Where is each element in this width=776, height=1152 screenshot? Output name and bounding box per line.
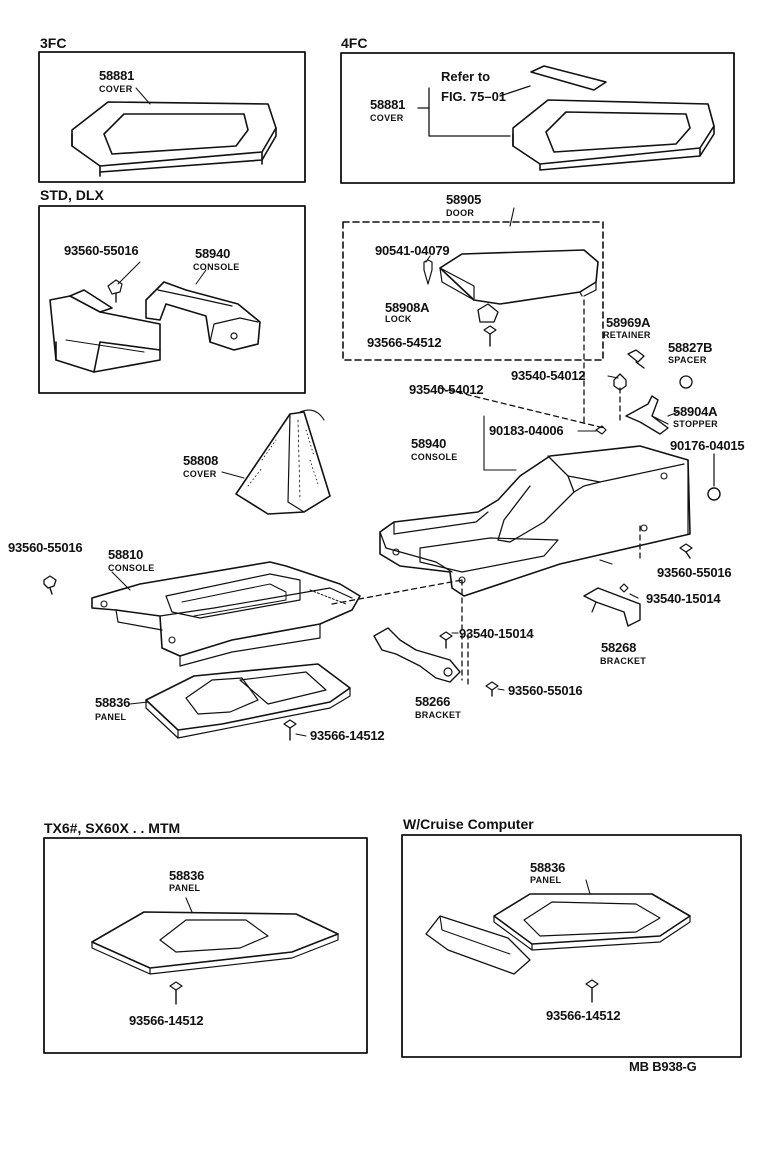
part-name-door: DOOR: [446, 208, 475, 218]
door-group-drawing: [423, 207, 599, 347]
part-number-93566-14512-tx6: 93566-14512: [129, 1013, 204, 1028]
part-number-58836-tx6: 58836: [169, 868, 205, 883]
part-number-58836-cruise: 58836: [530, 860, 566, 875]
refer-line-1: Refer to: [441, 69, 491, 84]
panel-main-drawing: [145, 663, 351, 741]
leader-lines: [111, 375, 679, 737]
shift-boot-cover-drawing: [235, 409, 331, 515]
part-number-58908A: 58908A: [385, 300, 430, 315]
part-name-cover-4fc: COVER: [370, 113, 404, 123]
part-number-93540-54012-a: 93540-54012: [511, 368, 586, 383]
part-number-90541-04079: 90541-04079: [375, 243, 450, 258]
part-name-retainer: RETAINER: [603, 330, 651, 340]
part-number-58881-4fc: 58881: [370, 97, 406, 112]
part-number-58940-main: 58940: [411, 436, 447, 451]
part-name-console-58810: CONSOLE: [108, 563, 155, 573]
part-name-cover-58808: COVER: [183, 469, 217, 479]
section-std-dlx: STD, DLX: [40, 187, 104, 203]
brackets-drawing: [373, 543, 693, 697]
part-number-93560-55016-right: 93560-55016: [657, 565, 732, 580]
refer-line-2: FIG. 75–01: [441, 89, 507, 104]
part-number-93540-54012-b: 93540-54012: [409, 382, 484, 397]
part-number-93540-15014-right: 93540-15014: [646, 591, 721, 606]
part-number-58940-std: 58940: [195, 246, 231, 261]
part-number-58268: 58268: [601, 640, 637, 655]
part-name-console-std: CONSOLE: [193, 262, 240, 272]
part-number-93560-55016-std: 93560-55016: [64, 243, 139, 258]
part-number-93540-15014-mid: 93540-15014: [459, 626, 534, 641]
section-tx6: TX6#, SX60X . . MTM: [44, 820, 181, 836]
part-name-lock: LOCK: [385, 314, 412, 324]
box-4fc: [340, 52, 735, 184]
part-number-93566-54512: 93566-54512: [367, 335, 442, 350]
part-name-panel-tx6: PANEL: [169, 883, 201, 893]
part-number-58266: 58266: [415, 694, 451, 709]
part-number-90183-04006: 90183-04006: [489, 423, 564, 438]
part-number-93566-14512-main: 93566-14512: [310, 728, 385, 743]
part-name-spacer: SPACER: [668, 355, 707, 365]
part-number-93560-55016-left: 93560-55016: [8, 540, 83, 555]
part-name-console-main: CONSOLE: [411, 452, 458, 462]
cover-3fc-drawing: [71, 87, 277, 177]
part-number-93560-55016-low: 93560-55016: [508, 683, 583, 698]
part-number-58810: 58810: [108, 547, 144, 562]
panel-cruise-drawing: [425, 879, 691, 1003]
box-cruise: [401, 834, 742, 1058]
box-std-dlx: [38, 205, 306, 394]
part-name-bracket-58266: BRACKET: [415, 710, 462, 720]
box-3fc: [38, 51, 306, 183]
part-number-58905: 58905: [446, 192, 482, 207]
part-name-panel-main: PANEL: [95, 712, 127, 722]
screw-left-drawing: [43, 575, 57, 595]
part-name-bracket-58268: BRACKET: [600, 656, 647, 666]
retainer-spacer-stopper-drawing: [595, 349, 721, 501]
section-4fc: 4FC: [341, 35, 368, 51]
assembly-lines: [331, 299, 641, 689]
console-front-drawing: [91, 561, 361, 667]
console-main-drawing: [379, 445, 691, 597]
part-number-58808: 58808: [183, 453, 219, 468]
console-std-drawing: [49, 261, 261, 373]
box-tx6: [43, 837, 368, 1054]
part-name-panel-cruise: PANEL: [530, 875, 562, 885]
part-number-58904A: 58904A: [673, 404, 718, 419]
part-name-stopper: STOPPER: [673, 419, 718, 429]
cover-4fc-drawing: [417, 65, 715, 171]
part-number-58881: 58881: [99, 68, 135, 83]
part-number-58827B: 58827B: [668, 340, 713, 355]
box-door-group: [342, 221, 604, 361]
panel-tx6-drawing: [91, 897, 339, 1005]
section-cruise: W/Cruise Computer: [403, 816, 534, 832]
part-number-58836-main: 58836: [95, 695, 131, 710]
part-name-cover: COVER: [99, 84, 133, 94]
part-number-93566-14512-cruise: 93566-14512: [546, 1008, 621, 1023]
part-number-90176-04015: 90176-04015: [670, 438, 745, 453]
part-number-58969A: 58969A: [606, 315, 651, 330]
section-3fc: 3FC: [40, 35, 67, 51]
diagram-code: MB B938-G: [629, 1059, 697, 1074]
